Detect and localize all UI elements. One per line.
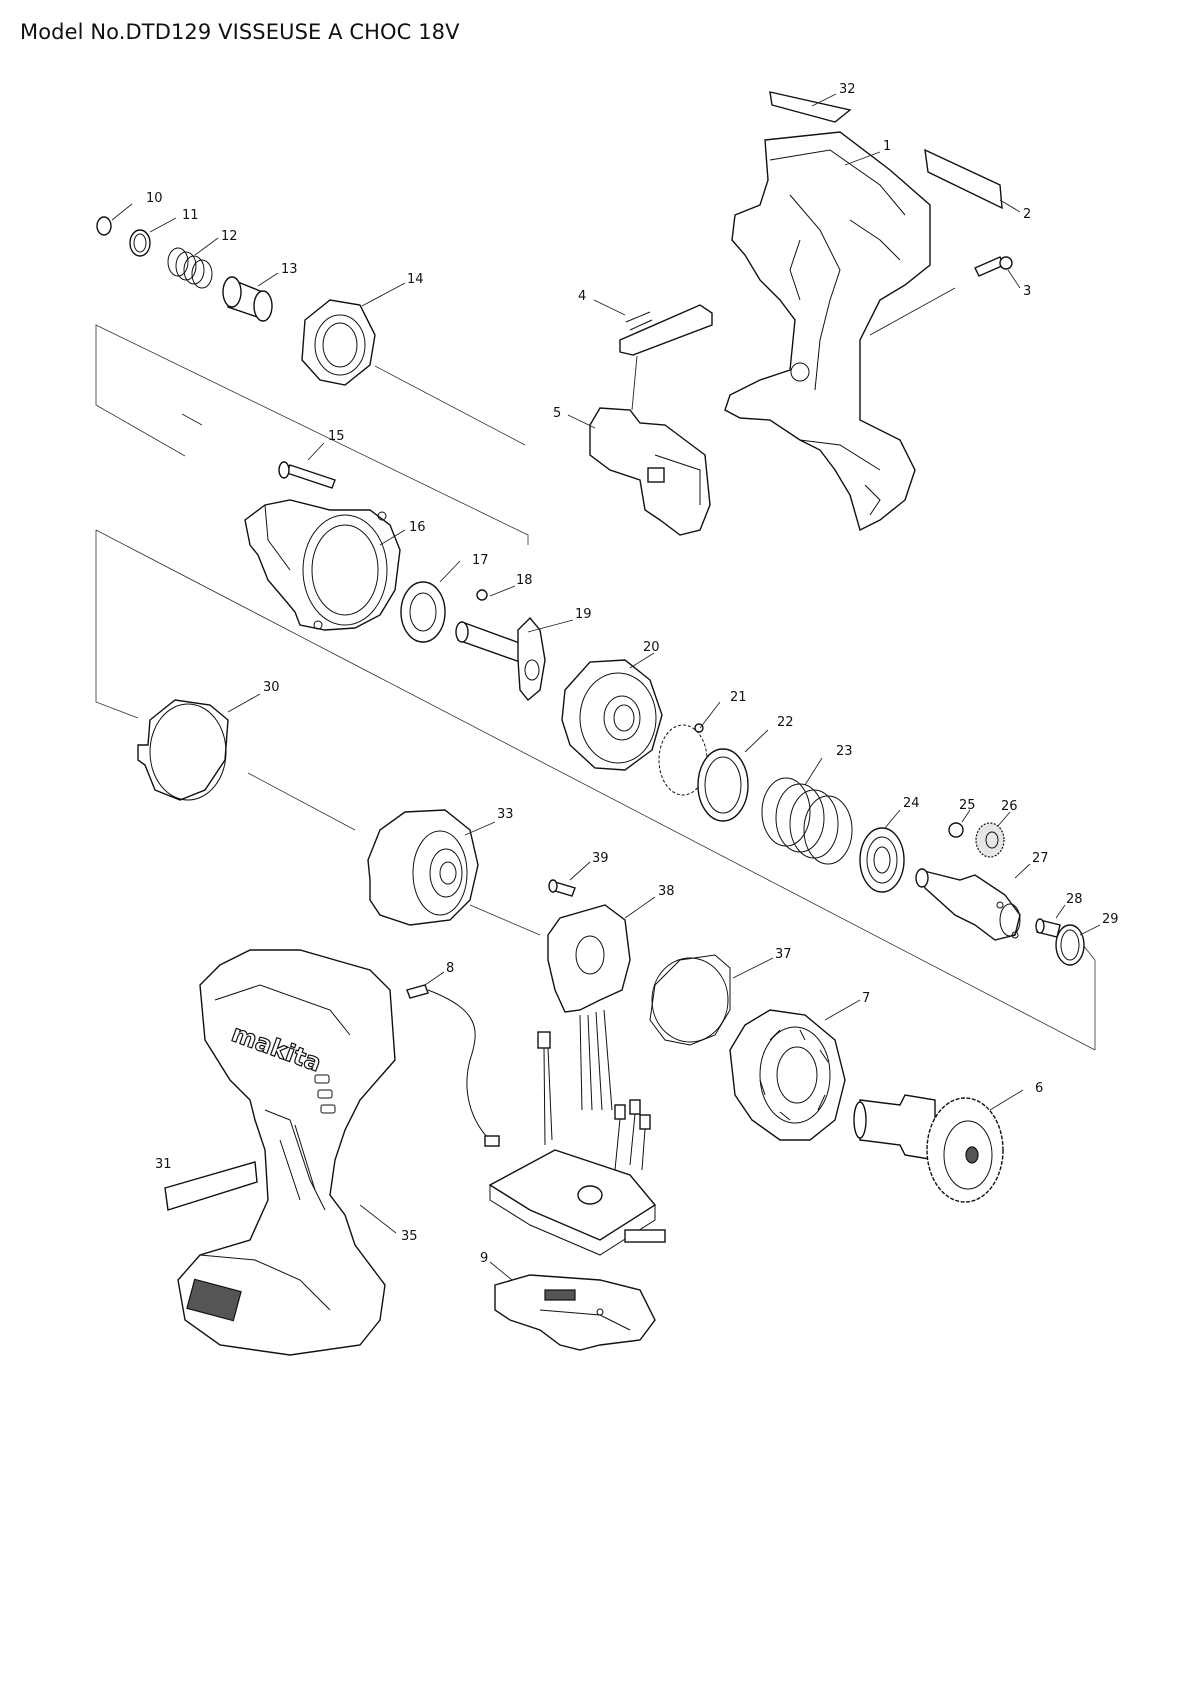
part-number-11: 11: [182, 208, 199, 223]
part-number-16: 16: [409, 520, 426, 535]
part-31-label: [164, 1161, 258, 1211]
part-number-5: 5: [553, 406, 561, 421]
part-17-washer: [400, 581, 446, 643]
part-3-screw: [974, 256, 1013, 277]
part-number-28: 28: [1066, 892, 1083, 907]
part-35-housing: makita: [177, 949, 396, 1356]
page-title: Model No.DTD129 VISSEUSE A CHOC 18V: [20, 20, 460, 44]
part-number-15: 15: [328, 429, 345, 444]
part-number-9: 9: [480, 1251, 488, 1266]
controller-board: [488, 1009, 666, 1256]
part-number-26: 26: [1001, 799, 1018, 814]
part-5-switch: [589, 407, 711, 536]
part-22-flat-washer: [697, 748, 749, 822]
part-26-spur-gear: [975, 822, 1005, 858]
part-2-label: [924, 148, 1003, 210]
part-number-35: 35: [401, 1229, 418, 1244]
part-number-1: 1: [883, 139, 891, 154]
part-20-hammer: [561, 659, 663, 771]
part-19-anvil: [455, 616, 546, 701]
part-32-label-plate: [769, 91, 852, 123]
part-number-25: 25: [959, 798, 976, 813]
part-6-rotor: [853, 1094, 1004, 1203]
part-15-screw: [278, 461, 336, 489]
part-24-washer: [859, 827, 905, 893]
part-number-10: 10: [146, 191, 163, 206]
leader-lines: [111, 93, 1101, 1281]
part-number-12: 12: [221, 229, 238, 244]
part-number-22: 22: [777, 715, 794, 730]
part-30-ring: [137, 699, 229, 801]
part-7-stator: [729, 1009, 846, 1141]
part-number-18: 18: [516, 573, 533, 588]
part-number-27: 27: [1032, 851, 1049, 866]
part-25-steel-ball: [948, 822, 964, 838]
part-8-lead-wire: [406, 984, 500, 1147]
part-number-24: 24: [903, 796, 920, 811]
part-number-17: 17: [472, 553, 489, 568]
part-9-terminal: [494, 1274, 656, 1351]
part-29-retaining-ring: [1055, 924, 1085, 966]
part-number-29: 29: [1102, 912, 1119, 927]
part-number-3: 3: [1023, 284, 1031, 299]
part-number-4: 4: [578, 289, 586, 304]
part-number-31: 31: [155, 1157, 172, 1172]
part-11-washer: [129, 229, 151, 257]
assembly-frame-lines: [95, 324, 1096, 1051]
part-14-bumper: [301, 299, 376, 386]
part-16-hammer-case: [244, 499, 401, 631]
part-18-steel-ball: [476, 589, 488, 601]
part-number-32: 32: [839, 82, 856, 97]
part-38-plate: [547, 904, 631, 1013]
part-37-magnet-holder: [649, 954, 731, 1046]
part-33-housing: [367, 809, 479, 926]
part-12-spring: [167, 247, 213, 289]
part-number-labels: 32 1 2 3 4 5 6 7 8 9 10 11 12 13 14 15 1…: [146, 82, 1119, 1266]
part-number-8: 8: [446, 961, 454, 976]
part-number-14: 14: [407, 272, 424, 287]
part-number-23: 23: [836, 744, 853, 759]
part-number-20: 20: [643, 640, 660, 655]
part-number-38: 38: [658, 884, 675, 899]
part-number-39: 39: [592, 851, 609, 866]
part-27-spindle: [915, 868, 1021, 941]
part-number-21: 21: [730, 690, 747, 705]
part-number-19: 19: [575, 607, 592, 622]
part-1-housing: [724, 131, 931, 532]
part-number-13: 13: [281, 262, 298, 277]
part-10-retaining-ring: [96, 216, 112, 236]
part-number-37: 37: [775, 947, 792, 962]
part-28-pin: [1035, 918, 1061, 938]
part-number-30: 30: [263, 680, 280, 695]
part-number-7: 7: [862, 991, 870, 1006]
part-number-6: 6: [1035, 1081, 1043, 1096]
part-number-2: 2: [1023, 207, 1031, 222]
part-13-sleeve: [222, 276, 273, 322]
part-23-compression-spring: [761, 777, 853, 865]
part-number-33: 33: [497, 807, 514, 822]
part-39-screw: [548, 879, 576, 897]
part-4-switch-lever: [619, 304, 713, 356]
